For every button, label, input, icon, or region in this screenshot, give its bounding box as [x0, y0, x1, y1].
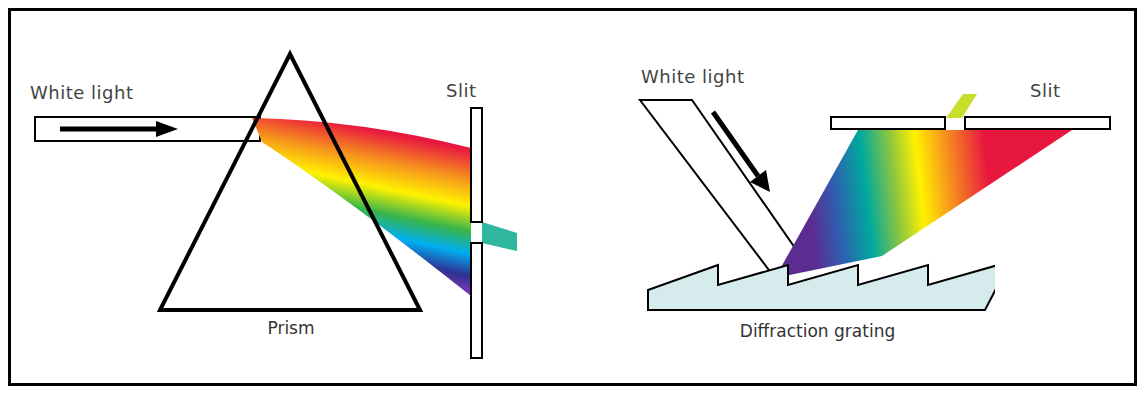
- selected-beam: [482, 222, 517, 251]
- slit-plate: [965, 117, 1110, 129]
- node-shape: [150, 48, 432, 348]
- light-beam: [640, 100, 802, 278]
- node-label: Prism: [150, 318, 432, 338]
- slit-plate: [831, 117, 945, 129]
- light-label: White light: [30, 82, 133, 103]
- beam-arrow: [713, 112, 758, 176]
- selected-beam: [946, 94, 977, 118]
- beam-arrow: [60, 127, 160, 132]
- prism: Prism: [150, 48, 432, 348]
- light-beam: [35, 117, 260, 141]
- slit-plate: [471, 243, 482, 358]
- slit-label: Slit: [1030, 80, 1061, 101]
- spectrum-fan: [775, 130, 1072, 278]
- slit-plate: [471, 108, 482, 222]
- prism-outline: [160, 54, 420, 310]
- light-label: White light: [641, 66, 744, 87]
- diffraction-grating: Diffraction grating: [640, 255, 995, 347]
- grating-surface: [648, 265, 995, 310]
- beam-arrowhead: [156, 121, 178, 137]
- node-label: Diffraction grating: [640, 321, 995, 341]
- spectrum-fan: [252, 118, 471, 296]
- slit-label: Slit: [446, 80, 477, 101]
- beam-arrowhead: [750, 170, 770, 192]
